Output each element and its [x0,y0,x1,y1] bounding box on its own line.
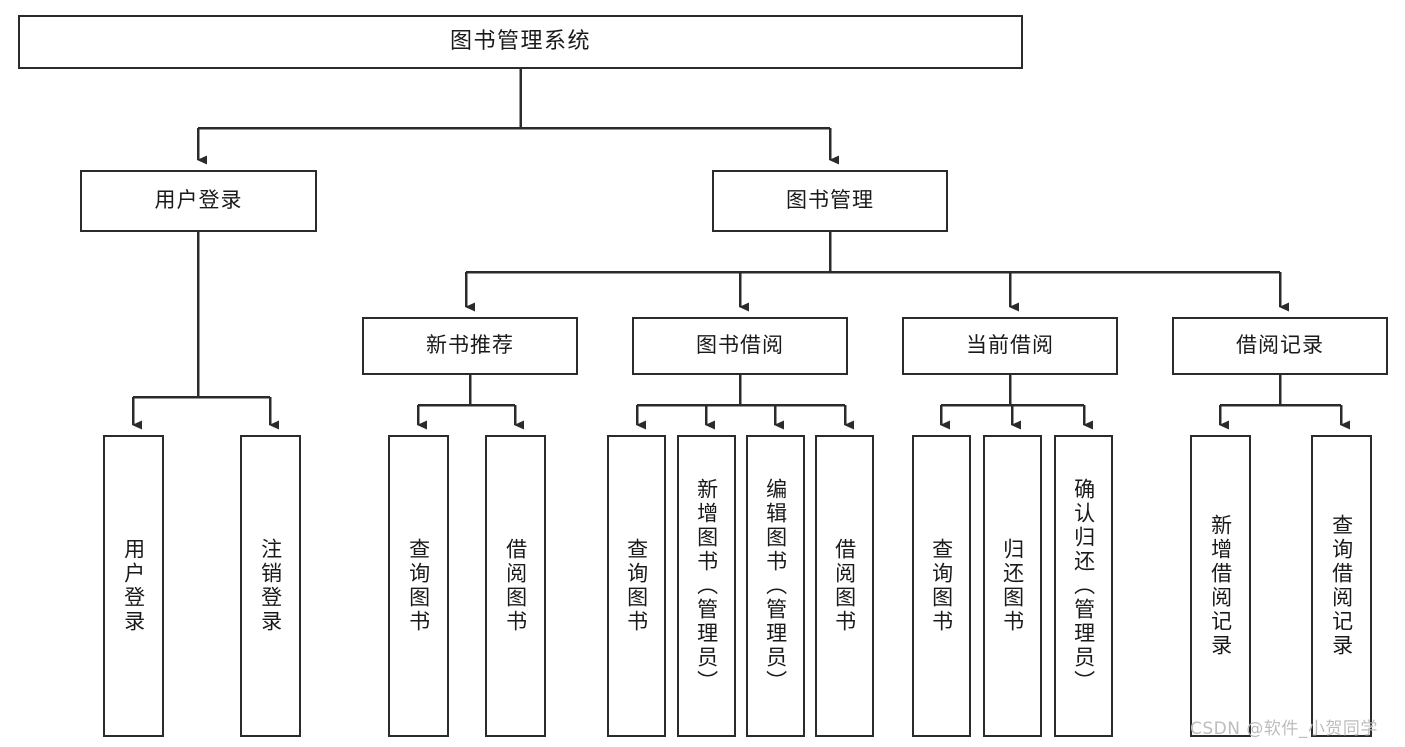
node-current-borrow[interactable]: 当前借阅 [902,317,1118,375]
node-leaf-query-book-3-label: 查询图书 [929,538,954,634]
node-leaf-logout-label: 注销登录 [258,538,283,634]
node-book-manage[interactable]: 图书管理 [712,170,948,232]
node-root[interactable]: 图书管理系统 [18,15,1023,69]
watermark: CSDN @软件_小贺同学 [1190,719,1378,739]
node-current-borrow-label: 当前借阅 [966,333,1054,358]
node-borrow-record[interactable]: 借阅记录 [1172,317,1388,375]
node-leaf-confirm-return-label: 确认归还（管理员） [1071,478,1096,694]
node-book-borrow[interactable]: 图书借阅 [632,317,848,375]
node-leaf-add-record-label: 新增借阅记录 [1208,514,1233,658]
node-book-manage-label: 图书管理 [786,188,874,213]
node-leaf-borrow-book-2-label: 借阅图书 [832,538,857,634]
node-leaf-query-book-2[interactable]: 查询图书 [607,435,666,737]
node-leaf-query-book-1[interactable]: 查询图书 [388,435,449,737]
node-leaf-borrow-book-1[interactable]: 借阅图书 [485,435,546,737]
node-leaf-query-book-3[interactable]: 查询图书 [912,435,971,737]
node-leaf-user-login-label: 用户登录 [121,538,146,634]
node-leaf-edit-book[interactable]: 编辑图书（管理员） [746,435,805,737]
node-new-book-rec[interactable]: 新书推荐 [362,317,578,375]
node-book-borrow-label: 图书借阅 [696,333,784,358]
node-leaf-user-login[interactable]: 用户登录 [103,435,164,737]
node-leaf-confirm-return[interactable]: 确认归还（管理员） [1054,435,1113,737]
node-leaf-add-book-label: 新增图书（管理员） [694,478,719,694]
node-borrow-record-label: 借阅记录 [1236,333,1324,358]
node-leaf-add-record[interactable]: 新增借阅记录 [1190,435,1251,737]
node-user-login[interactable]: 用户登录 [80,170,317,232]
node-leaf-query-book-1-label: 查询图书 [406,538,431,634]
node-new-book-rec-label: 新书推荐 [426,333,514,358]
node-leaf-borrow-book-1-label: 借阅图书 [503,538,528,634]
node-leaf-query-record-label: 查询借阅记录 [1329,514,1354,658]
node-leaf-query-record[interactable]: 查询借阅记录 [1311,435,1372,737]
node-root-label: 图书管理系统 [449,28,591,54]
node-leaf-return-book-label: 归还图书 [1000,538,1025,634]
node-user-login-label: 用户登录 [154,188,243,213]
node-leaf-edit-book-label: 编辑图书（管理员） [763,478,788,694]
node-leaf-query-book-2-label: 查询图书 [624,538,649,634]
node-leaf-add-book[interactable]: 新增图书（管理员） [677,435,736,737]
node-leaf-return-book[interactable]: 归还图书 [983,435,1042,737]
node-leaf-borrow-book-2[interactable]: 借阅图书 [815,435,874,737]
node-leaf-logout[interactable]: 注销登录 [240,435,301,737]
